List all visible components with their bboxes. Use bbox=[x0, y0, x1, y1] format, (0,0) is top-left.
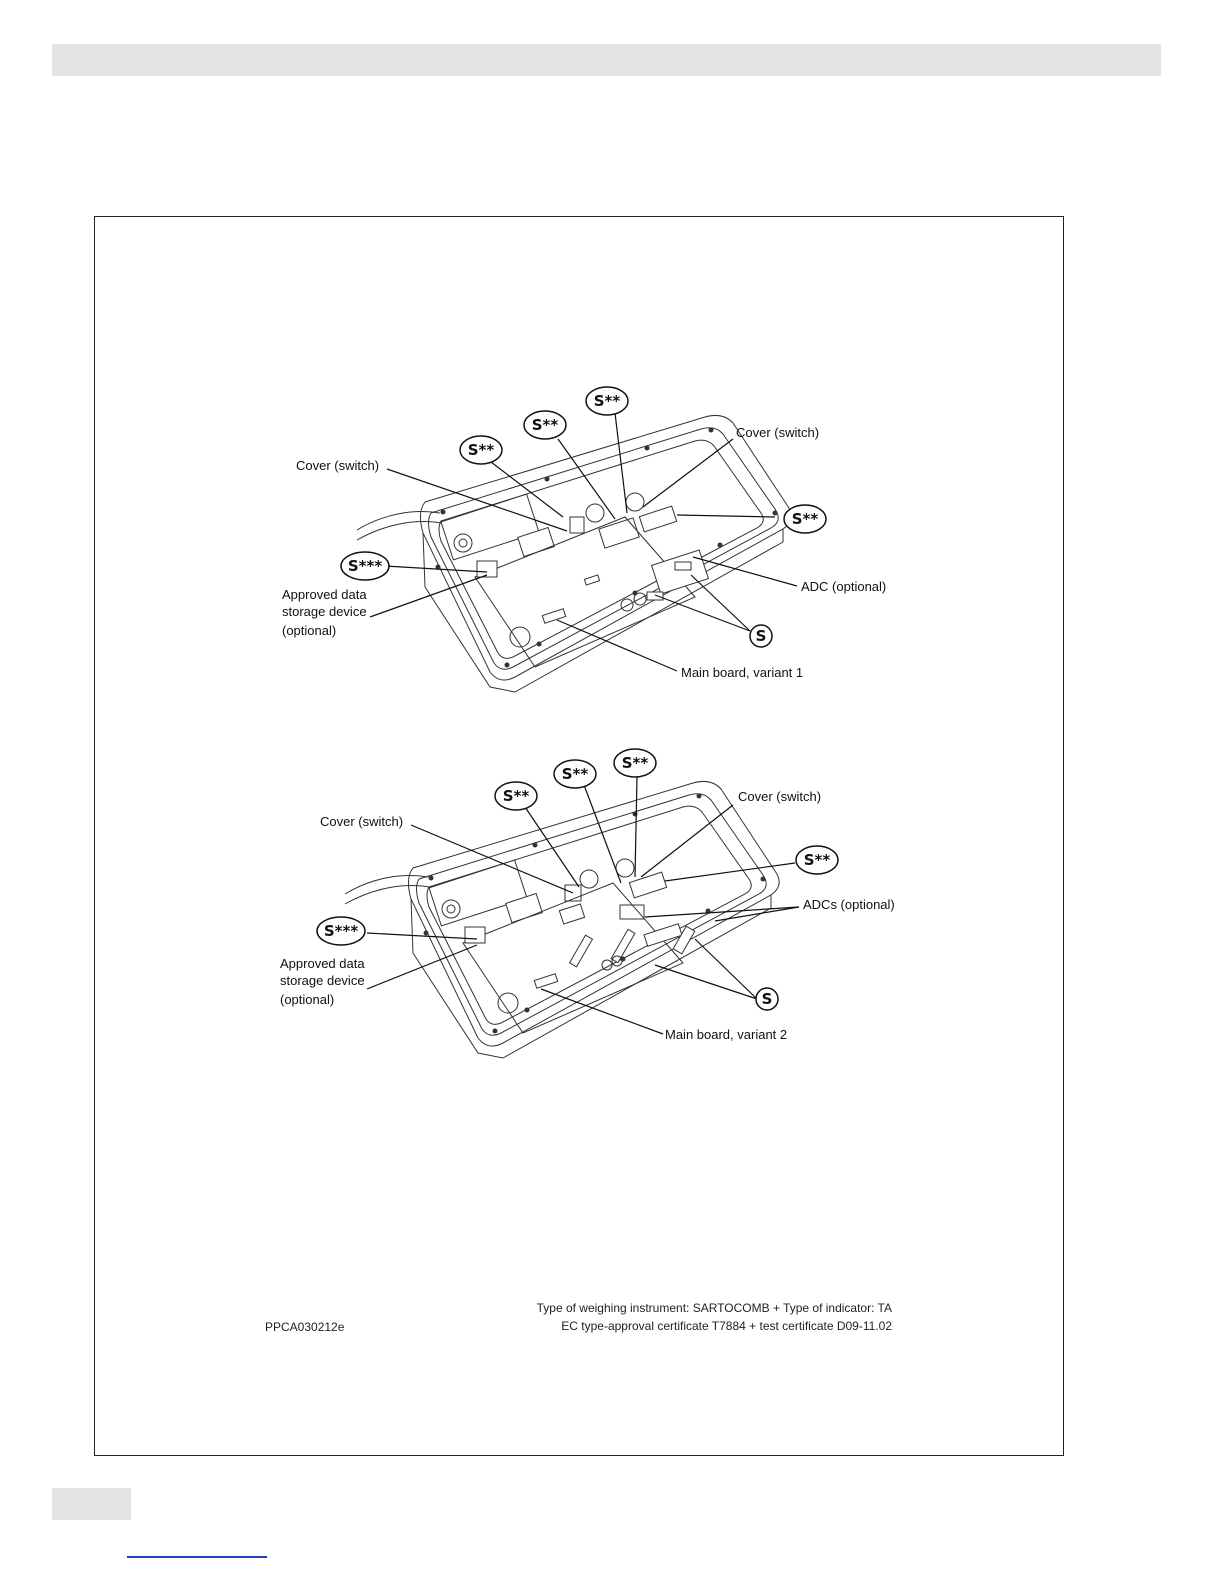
callout-s-b bbox=[755, 987, 779, 1011]
label-storage-1: Approved data bbox=[282, 587, 367, 602]
callout-s2-d bbox=[783, 504, 827, 534]
label-cover-switch-left: Cover (switch) bbox=[296, 458, 379, 473]
label-cover-switch-right-2: Cover (switch) bbox=[738, 789, 821, 804]
figure-2-leader-lines bbox=[366, 776, 800, 1035]
label-storage-2: storage device bbox=[282, 604, 367, 619]
callout-s2-e-text: S** bbox=[503, 787, 530, 805]
callout-s3 bbox=[340, 551, 390, 581]
figure-1-leader-lines bbox=[369, 412, 798, 672]
callout-s2-f-text: S** bbox=[562, 765, 589, 783]
callout-s2-d-text: S** bbox=[792, 510, 819, 528]
approval-line-1: Type of weighing instrument: SARTOCOMB +… bbox=[536, 1301, 892, 1315]
label-storage-3: (optional) bbox=[282, 623, 336, 638]
callout-s2-c-text: S** bbox=[594, 392, 621, 410]
label-storage-2-1: Approved data bbox=[280, 956, 365, 971]
label-cover-switch-left-2: Cover (switch) bbox=[320, 814, 403, 829]
callout-s2-g-text: S** bbox=[622, 754, 649, 772]
bottom-link-underline[interactable] bbox=[127, 1556, 267, 1558]
callout-s2-a bbox=[459, 435, 503, 465]
label-storage-2-3: (optional) bbox=[280, 992, 334, 1007]
header-bar bbox=[52, 44, 1161, 76]
callout-s3-b-text: S*** bbox=[324, 922, 358, 940]
callout-s2-e bbox=[494, 781, 538, 811]
callout-s2-h-text: S** bbox=[804, 851, 831, 869]
callout-s2-g bbox=[613, 748, 657, 778]
doc-code: PPCA030212e bbox=[265, 1320, 345, 1334]
label-adcs: ADCs (optional) bbox=[803, 897, 895, 912]
callout-s2-b-text: S** bbox=[532, 416, 559, 434]
figure-frame: S** S** S** S** S*** S Cover (switch) Co… bbox=[94, 216, 1064, 1456]
callout-s-text: S bbox=[756, 627, 767, 645]
figure-2-labels: Cover (switch) Cover (switch) Approved d… bbox=[280, 789, 895, 1042]
callout-s3-text: S*** bbox=[348, 557, 382, 575]
callout-s bbox=[749, 624, 773, 648]
label-storage-2-2: storage device bbox=[280, 973, 365, 988]
enclosure-diagrams: S** S** S** S** S*** S Cover (switch) Co… bbox=[280, 386, 895, 1059]
figure-1-drawing bbox=[356, 415, 792, 693]
figure-2-drawing bbox=[344, 781, 780, 1059]
figure-1-labels: Cover (switch) Cover (switch) Approved d… bbox=[282, 425, 886, 680]
callout-s2-b bbox=[523, 410, 567, 440]
label-main-board-2: Main board, variant 2 bbox=[665, 1027, 787, 1042]
figure-2-callouts: S** S** S** S** S*** S bbox=[316, 748, 839, 1011]
callout-s-b-text: S bbox=[762, 990, 773, 1008]
callout-s3-b bbox=[316, 916, 366, 946]
callout-s2-a-text: S** bbox=[468, 441, 495, 459]
figure-1-callouts: S** S** S** S** S*** S bbox=[340, 386, 827, 648]
callout-s2-h bbox=[795, 845, 839, 875]
label-adc: ADC (optional) bbox=[801, 579, 886, 594]
label-main-board-1: Main board, variant 1 bbox=[681, 665, 803, 680]
callout-s2-f bbox=[553, 759, 597, 789]
approval-line-2: EC type-approval certificate T7884 + tes… bbox=[561, 1319, 892, 1333]
label-cover-switch-right: Cover (switch) bbox=[736, 425, 819, 440]
page-number-box bbox=[52, 1488, 131, 1520]
callout-s2-c bbox=[585, 386, 629, 416]
